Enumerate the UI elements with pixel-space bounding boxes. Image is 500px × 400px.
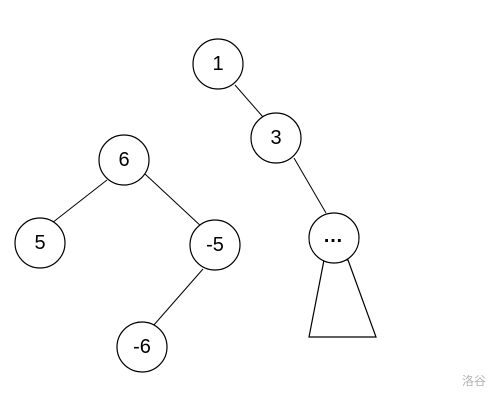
watermark: 洛谷 <box>461 374 486 388</box>
node-1: 1 <box>192 38 244 90</box>
edge-6-5 <box>51 179 108 224</box>
edge-6-neg5 <box>144 173 204 229</box>
node-6: 6 <box>98 134 150 186</box>
node-5-label: 5 <box>34 232 45 254</box>
node-1-label: 1 <box>212 53 223 75</box>
node-neg5-label: -5 <box>206 234 224 256</box>
node-neg5: -5 <box>189 219 241 271</box>
node-3: 3 <box>250 112 302 164</box>
node-3-label: 3 <box>270 127 281 149</box>
node-neg6: -6 <box>116 321 168 373</box>
edge-3-ellipsis <box>293 157 327 214</box>
edge-1-3 <box>234 84 264 118</box>
node-5: 5 <box>14 217 66 269</box>
node-ellipsis-label: … <box>323 225 345 247</box>
subtree-triangle <box>308 259 377 338</box>
edge-neg5-neg6 <box>152 268 204 327</box>
node-neg6-label: -6 <box>133 336 151 358</box>
node-6-label: 6 <box>118 149 129 171</box>
node-ellipsis: … <box>308 212 360 264</box>
